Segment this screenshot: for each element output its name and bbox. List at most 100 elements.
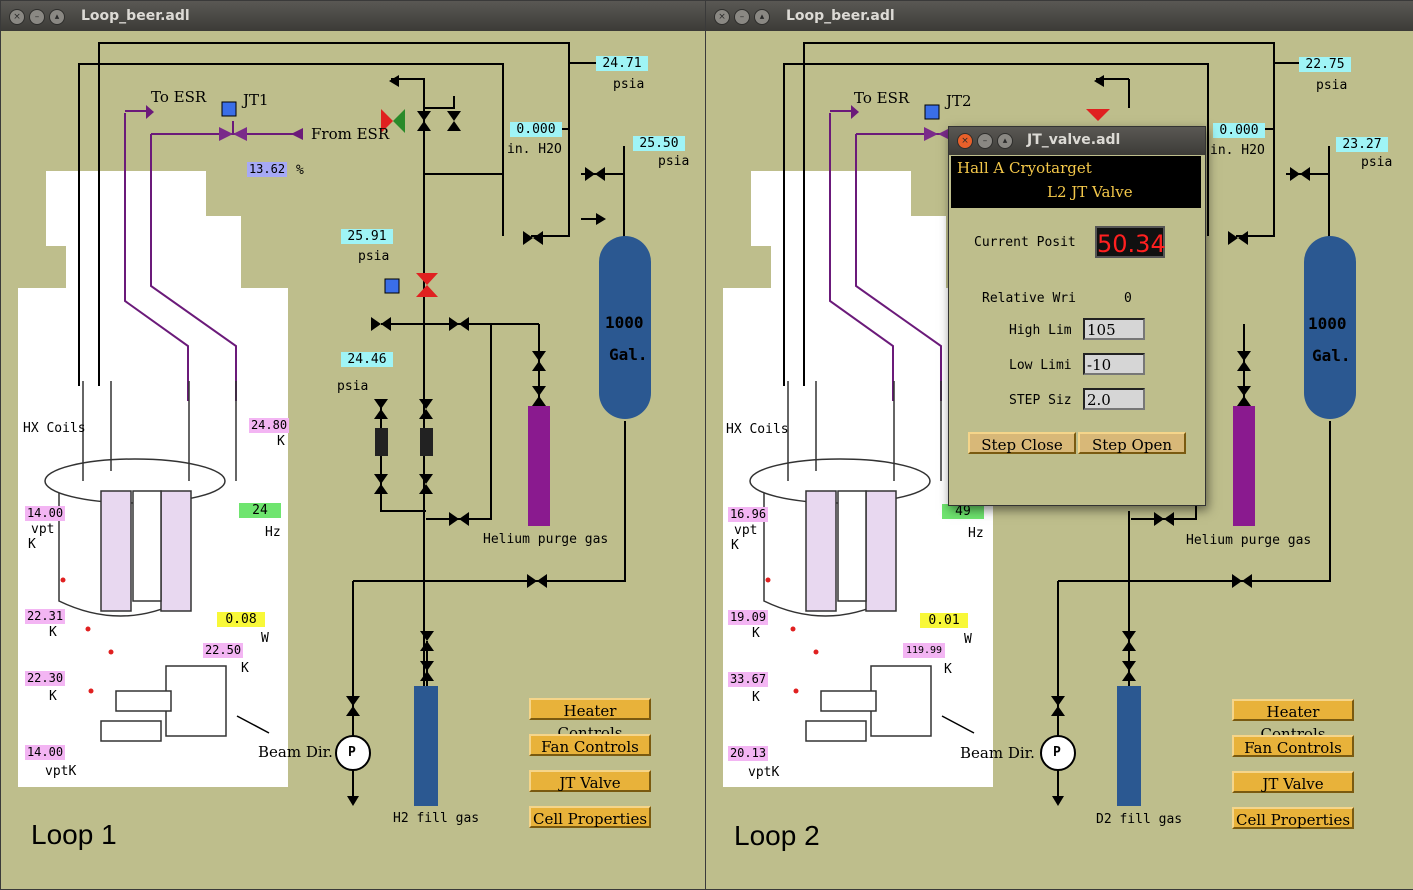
heater-controls-button[interactable]: Heater Controls [1232,699,1354,743]
loop-schematic [723,42,1356,806]
jt-valve-button[interactable]: JT Valve [529,770,651,792]
current-position-label: Current Posit [974,235,1076,250]
tank-pressure-unit: psia [658,154,690,169]
beam-direction-label: Beam Dir. [258,743,333,761]
left-temp2-readout: 22.30 [25,671,65,686]
dialog-titlebar[interactable]: × – ▴ JT_valve.adl [949,127,1205,155]
mid-pressure-readout: 25.91 [341,229,393,244]
maximize-icon[interactable]: ▴ [49,9,65,25]
heater-w-readout: 0.08 [217,612,265,627]
dialog-header: Hall A Cryotarget L2 JT Valve [951,156,1201,208]
window-title: Loop_beer.adl [81,8,190,24]
loop-label: Loop 1 [31,819,117,850]
left-temp1-unit: K [752,626,760,641]
top-pressure-readout: 24.71 [596,56,648,71]
relative-write-label: Relative Wri [982,291,1076,306]
bottom-temp-readout: 20.13 [728,746,768,761]
dp-unit: in. H2O [507,142,562,157]
right-temp-readout: 22.50 [203,643,243,658]
step-close-button[interactable]: Step Close [968,432,1076,454]
fan-hz-unit: Hz [265,525,281,540]
left-temp2-readout: 33.67 [728,672,768,687]
loop-schematic [18,42,651,806]
close-icon[interactable]: × [714,9,730,25]
step-size-input[interactable]: 2.0 [1083,388,1145,410]
heater-controls-button[interactable]: Heater Controls [529,698,651,742]
fan-controls-button[interactable]: Fan Controls [1232,735,1354,757]
close-icon[interactable]: × [9,9,25,25]
tank-size-label: 1000 [605,313,644,332]
tank-size-label: 1000 [1308,314,1347,333]
low-limit-label: Low Limi [1009,358,1072,373]
top-pressure-readout: 22.75 [1299,57,1351,72]
dp-readout: 0.000 [510,122,562,137]
maximize-icon[interactable]: ▴ [754,9,770,25]
jt-percent-unit: % [296,163,304,178]
header-subtitle: L2 JT Valve [1047,183,1133,201]
left-temp2-unit: K [752,690,760,705]
left-temp2-unit: K [49,689,57,704]
vpt-temp-readout: 14.00 [25,506,65,521]
vpt-temp-unit2: K [28,537,36,552]
low-limit-input[interactable]: -10 [1083,353,1145,375]
step-open-button[interactable]: Step Open [1078,432,1186,454]
minimize-icon[interactable]: – [977,133,993,149]
cell-properties-button[interactable]: Cell Properties [1232,807,1354,829]
left-temp1-readout: 19.09 [728,610,768,625]
step-size-label: STEP Siz [1009,393,1072,408]
jt-valve-label: JT1 [243,91,269,109]
hx-coils-label: HX Coils [23,421,86,436]
jt-valve-label: JT2 [946,92,972,110]
current-position-readout: 50.34 [1095,226,1166,258]
heater-w-unit: W [964,632,972,647]
from-esr-label: From ESR [311,125,390,143]
high-limit-label: High Lim [1009,323,1072,338]
bottom-temp-unit: vptK [45,764,77,779]
fan-hz-readout: 24 [239,503,281,518]
cell-properties-button[interactable]: Cell Properties [529,806,651,828]
fan-controls-button[interactable]: Fan Controls [529,734,651,756]
tank-unit-label: Gal. [1312,346,1351,365]
mid-pressure-unit: psia [358,249,390,264]
right-temp-unit: K [944,662,952,677]
top-pressure-unit: psia [1316,78,1348,93]
to-esr-label: To ESR [151,88,207,106]
beam-direction-label: Beam Dir. [960,744,1035,762]
tank-pressure-unit: psia [1361,155,1393,170]
tank-unit-label: Gal. [609,345,648,364]
maximize-icon[interactable]: ▴ [997,133,1013,149]
minimize-icon[interactable]: – [734,9,750,25]
fill-gas-label: D2 fill gas [1096,812,1183,827]
loop1-window: × – ▴ Loop_beer.adl [0,0,706,890]
hx-temp-readout: 24.80 [249,418,289,433]
vpt-temp-unit1: vpt [734,523,758,538]
bottom-temp-readout: 14.00 [25,745,65,760]
minimize-icon[interactable]: – [29,9,45,25]
high-limit-input[interactable]: 105 [1083,318,1145,340]
fill-gas-label: H2 fill gas [393,811,480,826]
jt-valve-dialog: × – ▴ JT_valve.adl Hall A Cryotarget L2 … [948,126,1206,506]
jt-valve-button[interactable]: JT Valve [1232,771,1354,793]
vpt-temp-readout: 16.96 [728,507,768,522]
close-icon[interactable]: × [957,133,973,149]
tank-pressure-readout: 23.27 [1336,137,1388,152]
window-titlebar[interactable]: × – ▴ Loop_beer.adl [706,1,1413,31]
left-temp1-readout: 22.31 [25,609,65,624]
fan-hz-unit: Hz [968,526,984,541]
dp-unit: in. H2O [1210,143,1265,158]
tank-pressure-readout: 25.50 [633,136,685,151]
vpt-temp-unit1: vpt [31,522,55,537]
jt-percent-readout: 13.62 [247,162,287,177]
hx-coils-label: HX Coils [726,422,789,437]
right-temp-readout: 119.99 [903,643,945,658]
window-titlebar[interactable]: × – ▴ Loop_beer.adl [1,1,705,31]
hx-temp-unit: K [277,434,285,449]
relative-write-value: 0 [1124,291,1132,306]
dialog-title: JT_valve.adl [1027,132,1121,148]
heater-w-unit: W [261,631,269,646]
bottom-temp-unit: vptK [748,765,780,780]
low-pressure-readout: 24.46 [341,352,393,367]
fan-hz-readout: 49 [942,504,984,519]
top-pressure-unit: psia [613,77,645,92]
purge-gas-label: Helium purge gas [483,532,609,547]
